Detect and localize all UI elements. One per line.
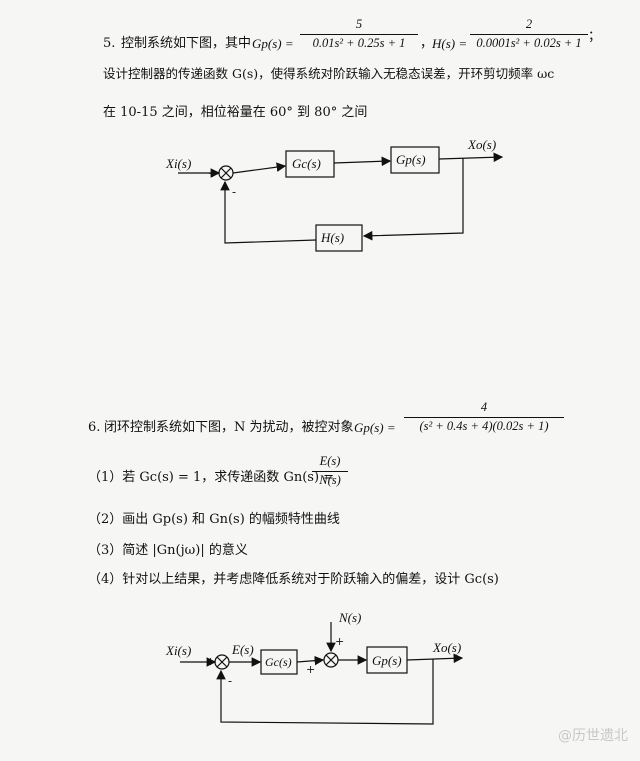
d2-gp-label: Gp(s) [372, 653, 402, 668]
d2-gc-label: Gc(s) [265, 655, 292, 669]
d1-gp-label: Gp(s) [396, 152, 426, 167]
d2-input-label: Xi(s) [166, 643, 192, 658]
p5-line3: 在 10-15 之间，相位裕量在 60° 到 80° 之间 [103, 105, 368, 120]
d1-h-label: H(s) [321, 230, 345, 245]
p5-separator: ， [420, 36, 434, 51]
p5-h-denominator: 0.0001s² + 0.02s + 1 [476, 35, 582, 50]
d2-plus-sum: + [306, 663, 316, 676]
watermark: @历世遗北 [558, 728, 628, 744]
d2-output-label: Xo(s) [433, 640, 462, 655]
p6-q1: （1）若 Gc(s) = 1，求传递函数 Gn(s) = [88, 470, 335, 485]
p6-gp-numerator: 4 [480, 400, 488, 414]
block-h-1 [315, 224, 363, 252]
p5-gp-label: Gp(s) = [252, 36, 294, 51]
d2-error-label: E(s) [232, 642, 254, 657]
p5-h-label: H(s) = [432, 36, 468, 51]
d2-minus: - [228, 674, 233, 688]
p6-number: 6. [88, 420, 101, 435]
d2-disturbance-label: N(s) [339, 610, 362, 625]
d1-gc-label: Gc(s) [292, 156, 321, 171]
p6-q1-numerator: E(s) [319, 454, 341, 468]
p6-q1-denominator: N(s) [319, 472, 341, 487]
p6-q1-fraction: E(s) N(s) [312, 454, 348, 488]
summing-junction-2a [214, 654, 230, 670]
p5-gp-numerator: 5 [355, 17, 363, 31]
p5-h-fraction: 2 0.0001s² + 0.02s + 1 [470, 17, 588, 51]
p5-end: ； [588, 29, 602, 44]
p5-gp-denominator: 0.01s² + 0.25s + 1 [312, 35, 406, 50]
p6-q2: （2）画出 Gp(s) 和 Gn(s) 的幅频特性曲线 [88, 512, 340, 527]
d1-minus: - [232, 185, 237, 199]
summing-junction-1 [218, 165, 234, 181]
p5-h-numerator: 2 [525, 17, 533, 31]
block-gp-1 [390, 146, 440, 174]
p6-gp-denominator: (s² + 0.4s + 4)(0.02s + 1) [419, 418, 549, 433]
p6-q4: （4）针对以上结果，并考虑降低系统对于阶跃输入的偏差，设计 Gc(s) [88, 572, 499, 587]
d1-input-label: Xi(s) [166, 156, 192, 171]
d2-plus-disturbance: + [335, 635, 345, 648]
p5-intro: 控制系统如下图，其中 [121, 36, 252, 51]
d2-plus-input: + [206, 655, 216, 668]
d1-output-label: Xo(s) [468, 137, 497, 152]
p6-intro: 闭环控制系统如下图，N 为扰动，被控对象 [104, 420, 354, 435]
p5-gp-fraction: 5 0.01s² + 0.25s + 1 [300, 17, 418, 51]
p5-line2: 设计控制器的传递函数 G(s)，使得系统对阶跃输入无稳态误差，开环剪切频率 ωc [103, 66, 555, 81]
d1-plus: + [208, 167, 218, 180]
summing-junction-2b [323, 652, 339, 668]
p6-q3: （3）简述 |Gn(jω)| 的意义 [88, 543, 248, 558]
p6-gp-fraction: 4 (s² + 0.4s + 4)(0.02s + 1) [404, 400, 564, 434]
block-gc-1 [285, 150, 335, 178]
p5-number: 5. [103, 36, 116, 51]
p6-gp-label: Gp(s) = [354, 420, 396, 435]
